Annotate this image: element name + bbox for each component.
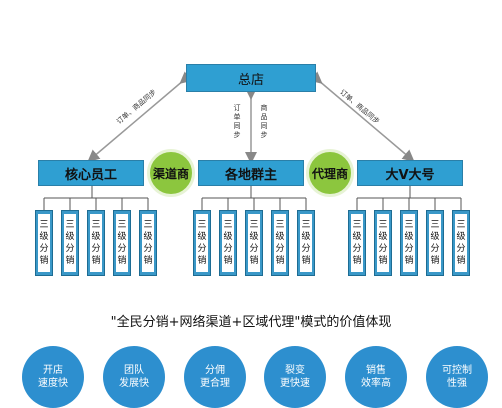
benefit-circle: 团队发展快 <box>103 346 165 408</box>
sub-distribution-label: 三级分销 <box>222 214 234 272</box>
sub-distribution-box: 三级分销 <box>245 210 263 276</box>
sub-distribution-box: 三级分销 <box>400 210 418 276</box>
sub-distribution-label: 三级分销 <box>116 214 128 272</box>
sub-distribution-box: 三级分销 <box>271 210 289 276</box>
sub-distribution-box: 三级分销 <box>219 210 237 276</box>
benefit-line2: 速度快 <box>38 378 68 389</box>
benefit-circle: 裂变更快速 <box>264 346 326 408</box>
channel-core-staff: 核心员工 <box>38 160 144 186</box>
sub-distribution-label: 三级分销 <box>351 214 363 272</box>
sub-distribution-box: 三级分销 <box>348 210 366 276</box>
benefit-circle: 销售效率高 <box>345 346 407 408</box>
arrow-center-right-label: 商品同步 <box>260 104 268 139</box>
benefit-line1: 开店 <box>43 365 63 376</box>
sub-distribution-box: 三级分销 <box>61 210 79 276</box>
sub-distribution-label: 三级分销 <box>300 214 312 272</box>
sub-distribution-box: 三级分销 <box>426 210 444 276</box>
tree-right <box>356 186 462 210</box>
benefit-circle: 分佣更合理 <box>184 346 246 408</box>
sub-distribution-label: 三级分销 <box>248 214 260 272</box>
benefit-line1: 销售 <box>366 365 386 376</box>
benefit-circle: 可控制性强 <box>426 346 488 408</box>
tree-left <box>43 186 149 210</box>
sub-distribution-label: 三级分销 <box>429 214 441 272</box>
sub-distribution-box: 三级分销 <box>113 210 131 276</box>
sub-distribution-label: 三级分销 <box>274 214 286 272</box>
benefit-line1: 分佣 <box>205 365 225 376</box>
channel-group-owners: 各地群主 <box>198 160 304 186</box>
sub-distribution-box: 三级分销 <box>297 210 315 276</box>
sub-distribution-box: 三级分销 <box>139 210 157 276</box>
sub-distribution-label: 三级分销 <box>403 214 415 272</box>
slogan: "全民分销+网络渠道+区域代理"模式的价值体现 <box>110 315 392 330</box>
sub-distribution-label: 三级分销 <box>196 214 208 272</box>
sub-distribution-label: 三级分销 <box>64 214 76 272</box>
arrow-center-left-label: 订单同步 <box>233 104 241 139</box>
channel-big-v: 大V大号 <box>357 160 463 186</box>
sub-distribution-label: 三级分销 <box>142 214 154 272</box>
sub-distribution-label: 三级分销 <box>377 214 389 272</box>
benefit-line2: 发展快 <box>119 378 149 389</box>
sub-distribution-box: 三级分销 <box>35 210 53 276</box>
benefit-line2: 性强 <box>447 378 467 389</box>
benefit-line1: 裂变 <box>285 365 305 376</box>
circle-channel-dealer: 渠道商 <box>147 149 195 197</box>
hq-box: 总店 <box>186 64 316 92</box>
arrow-hq-left <box>87 71 193 162</box>
benefit-line2: 效率高 <box>361 378 391 389</box>
benefit-line2: 更合理 <box>200 378 230 389</box>
sub-distribution-box: 三级分销 <box>374 210 392 276</box>
arrow-hq-right <box>309 71 415 162</box>
benefit-circle: 开店速度快 <box>22 346 84 408</box>
sub-distribution-box: 三级分销 <box>193 210 211 276</box>
tree-center <box>201 186 307 210</box>
circle-agent: 代理商 <box>306 149 354 197</box>
benefit-line1: 可控制 <box>442 365 472 376</box>
benefit-line2: 更快速 <box>280 378 310 389</box>
sub-distribution-label: 三级分销 <box>38 214 50 272</box>
sub-distribution-label: 三级分销 <box>455 214 467 272</box>
sub-distribution-box: 三级分销 <box>87 210 105 276</box>
sub-distribution-box: 三级分销 <box>452 210 470 276</box>
sub-distribution-label: 三级分销 <box>90 214 102 272</box>
benefit-line1: 团队 <box>124 365 144 376</box>
